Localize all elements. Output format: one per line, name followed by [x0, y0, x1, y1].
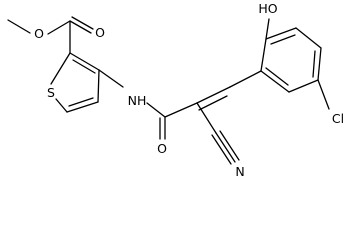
bond-nitrile-triple-a [215, 132, 236, 163]
bond-alpha-c-vinyl-c [196, 86, 231, 104]
atom-hydroxyl: HO [258, 1, 277, 16]
bond-aryl-chloro [317, 79, 330, 110]
atom-ester-oxygen: O [34, 26, 44, 41]
bond-thiophene-c5-s [55, 98, 68, 113]
atom-chlorine: Cl [332, 111, 344, 126]
bond-thiophene-s-c2 [50, 52, 71, 85]
structure-canvas: O O S NH HO O N Cl [7, 1, 344, 179]
bond-thiophene-c4-c5 [66, 101, 99, 113]
bond-thiophene-c4-c5-inner [68, 97, 94, 107]
bond-c-o-double-b [71, 16, 94, 30]
bond-o-carbonyl-c [47, 20, 71, 35]
bond-aryl-c6-c1-inner [265, 67, 289, 86]
bond-thiophene-c2-c3 [69, 52, 100, 71]
atom-nitrile-nitrogen: N [235, 164, 244, 179]
bond-c3-nh [98, 69, 124, 88]
bond-aryl-c4-c5 [317, 47, 322, 81]
bond-thiophene-c3-c4 [97, 69, 100, 103]
atom-carbonyl-oxygen: O [95, 25, 105, 40]
bond-alpha-c-vinyl-c-double [198, 95, 228, 111]
bond-thiophene-c2-c3-inner [72, 59, 96, 74]
bond-aryl-c4-c5-inner [312, 50, 316, 78]
bond-aryl-hydroxyl [265, 18, 270, 40]
bond-nitrile-triple-c [219, 130, 240, 161]
bond-aryl-c1-c2 [260, 38, 267, 72]
bond-c-o-double-a [69, 20, 92, 34]
bond-amide-c-alpha-c [164, 102, 198, 118]
bond-methyl-o [7, 19, 31, 34]
bond-nitrile-triple-b [211, 134, 232, 165]
bond-aryl-c2-c3-inner [270, 34, 296, 45]
molecule-structure: O O S NH HO O N Cl [7, 1, 344, 179]
bond-alpha-c-nitrile-c [196, 102, 217, 134]
atom-thiophene-sulfur: S [47, 85, 55, 100]
atom-amide-nh: NH [128, 93, 147, 108]
bond-aryl-c5-c6 [288, 79, 319, 93]
bond-aryl-c3-c4 [295, 27, 322, 49]
bond-aryl-c6-c1 [260, 70, 290, 93]
bond-aryl-c2-c3 [265, 27, 297, 40]
bond-nh-amide-c [146, 102, 166, 118]
atom-amide-oxygen: O [157, 141, 167, 156]
bond-vinyl-c-aryl [229, 70, 262, 88]
